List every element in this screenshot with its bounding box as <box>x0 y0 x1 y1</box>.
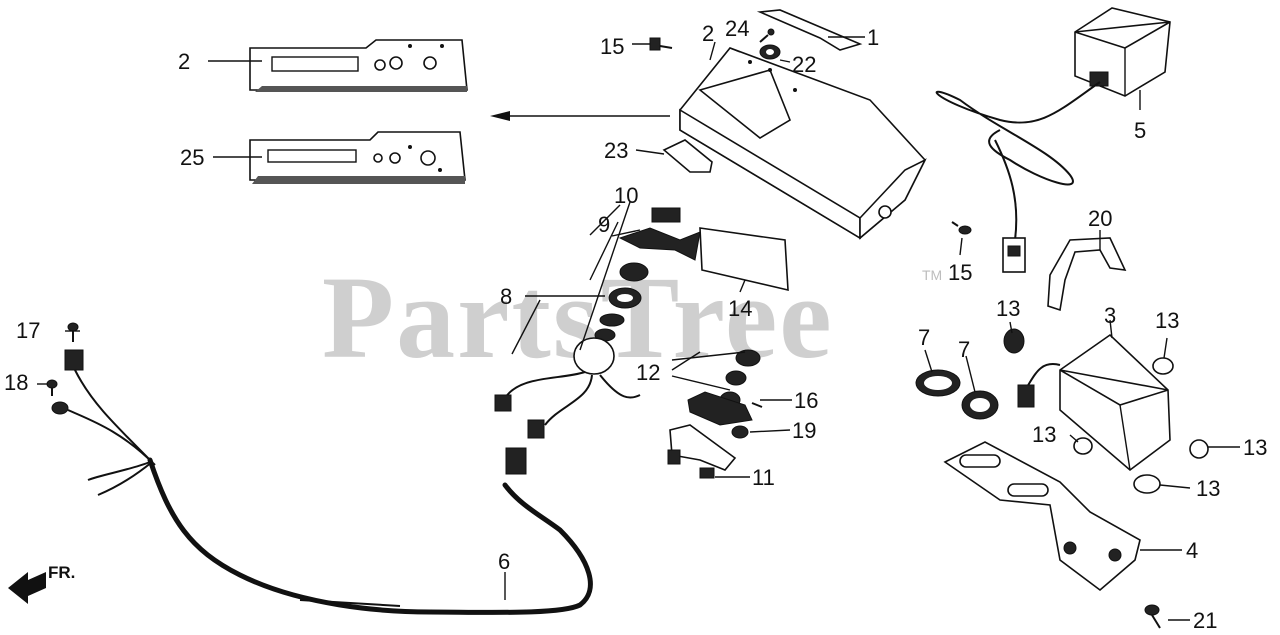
callout-3: 3 <box>1104 303 1116 328</box>
callout-13-a: 13 <box>996 296 1020 321</box>
callout-11: 11 <box>752 465 775 490</box>
callout-19: 19 <box>792 418 816 443</box>
part-15-screw-right <box>951 221 972 235</box>
part-15-screw <box>649 37 673 51</box>
ignition-switch-assembly <box>494 207 789 439</box>
callout-7-b: 7 <box>958 337 970 362</box>
switch-parts-group <box>667 349 763 479</box>
callout-16: 16 <box>794 388 818 413</box>
callout-15-top: 15 <box>600 34 624 59</box>
part-7-ring-b <box>961 390 999 420</box>
callout-25: 25 <box>180 145 204 170</box>
callout-14: 14 <box>728 296 752 321</box>
callout-18: 18 <box>4 370 28 395</box>
callout-13-b: 13 <box>1155 308 1179 333</box>
part-23-bracket <box>662 139 713 173</box>
callout-2-loose: 2 <box>178 49 190 74</box>
callout-20: 20 <box>1088 206 1112 231</box>
part-5-charger <box>935 7 1171 273</box>
callout-13-d: 13 <box>1243 435 1267 460</box>
callout-23: 23 <box>604 138 628 163</box>
callout-22: 22 <box>792 52 816 77</box>
leader-lines <box>37 36 1240 621</box>
part-17-screw <box>67 322 79 342</box>
watermark-trademark: TM <box>922 267 942 283</box>
callout-13-c: 13 <box>1032 422 1056 447</box>
part-24-screw <box>759 28 775 43</box>
callout-5: 5 <box>1134 118 1146 143</box>
callout-6: 6 <box>498 549 510 574</box>
part-6-wire-harness <box>51 349 593 615</box>
direction-arrow <box>490 111 670 121</box>
callout-1: 1 <box>867 25 879 50</box>
callout-8: 8 <box>500 284 512 309</box>
callout-4: 4 <box>1186 538 1198 563</box>
callout-2-housing: 2 <box>702 21 714 46</box>
part-1-gasket <box>756 9 863 51</box>
front-direction-label: FR. <box>48 563 75 582</box>
part-21-bolt <box>1144 604 1161 629</box>
callout-10: 10 <box>614 183 638 208</box>
callout-24: 24 <box>725 16 749 41</box>
front-direction-indicator: FR. <box>8 563 75 604</box>
instrument-panel-housing <box>679 47 927 240</box>
callout-7-a: 7 <box>918 325 930 350</box>
callout-9: 9 <box>598 212 610 237</box>
part-2-cover-panel <box>249 39 468 92</box>
callout-13-e: 13 <box>1196 476 1220 501</box>
part-25-cover-panel <box>249 131 466 184</box>
part-22-hole <box>766 49 774 55</box>
part-13-grommet-a <box>1003 328 1025 354</box>
callout-12: 12 <box>636 360 660 385</box>
part-20-bracket <box>1047 237 1127 312</box>
part-4-battery-tray <box>943 441 1141 592</box>
part-13-grommet-e <box>1133 474 1161 494</box>
callout-21: 21 <box>1193 608 1217 633</box>
part-13-grommet-b <box>1152 357 1174 375</box>
part-18-screw <box>46 379 58 396</box>
callout-17: 17 <box>16 318 40 343</box>
part-3-battery <box>1017 333 1171 472</box>
part-7-ring-a <box>915 369 961 397</box>
part-13-grommet-d <box>1189 439 1209 459</box>
callout-15-right: 15 <box>948 260 972 285</box>
callout-labels: 1 2 2 24 15 22 5 25 23 10 9 15 20 8 14 1… <box>4 16 1267 633</box>
part-13-grommet-c <box>1073 437 1093 455</box>
